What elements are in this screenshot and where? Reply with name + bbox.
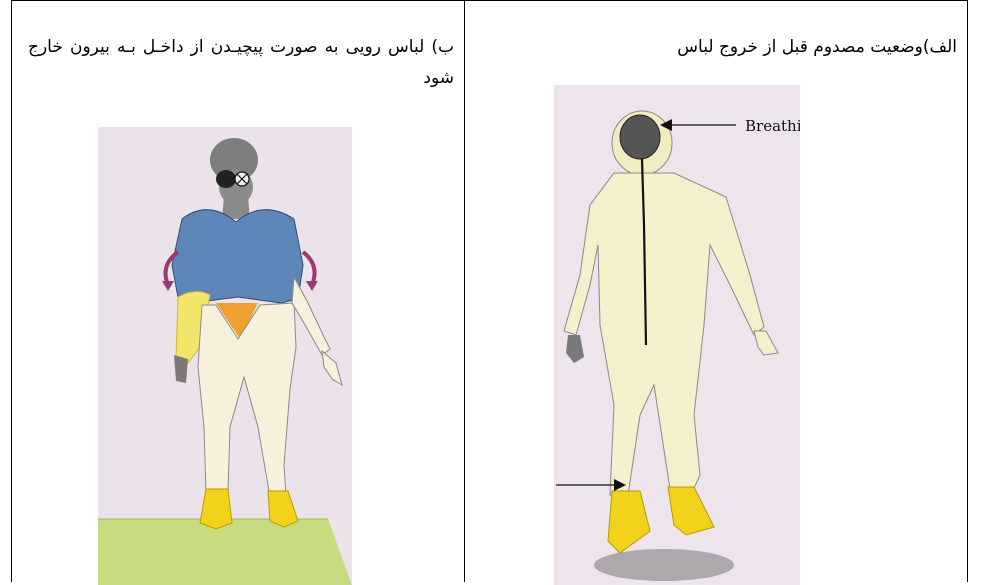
respirator-mask — [216, 170, 236, 188]
outer-garment-blue — [172, 210, 303, 303]
floor-shadow — [594, 549, 734, 581]
breathing-mask-label: Breathing mask — [745, 117, 800, 135]
caption-before-removal: الف)وضعیت مصدوم قبل از خروج لباس — [537, 32, 957, 63]
floor-mat — [98, 519, 352, 585]
column-divider — [464, 0, 465, 582]
figure-suit-removal — [98, 127, 352, 585]
hand-left — [174, 355, 188, 383]
breathing-mask — [620, 115, 660, 159]
boot-left — [200, 489, 232, 529]
figure-before-removal: Breathing mask — [554, 85, 800, 585]
caption-roll-out-suit: ب) لباس رویی به صورت پیچیـدن از داخـل بـ… — [28, 32, 454, 94]
